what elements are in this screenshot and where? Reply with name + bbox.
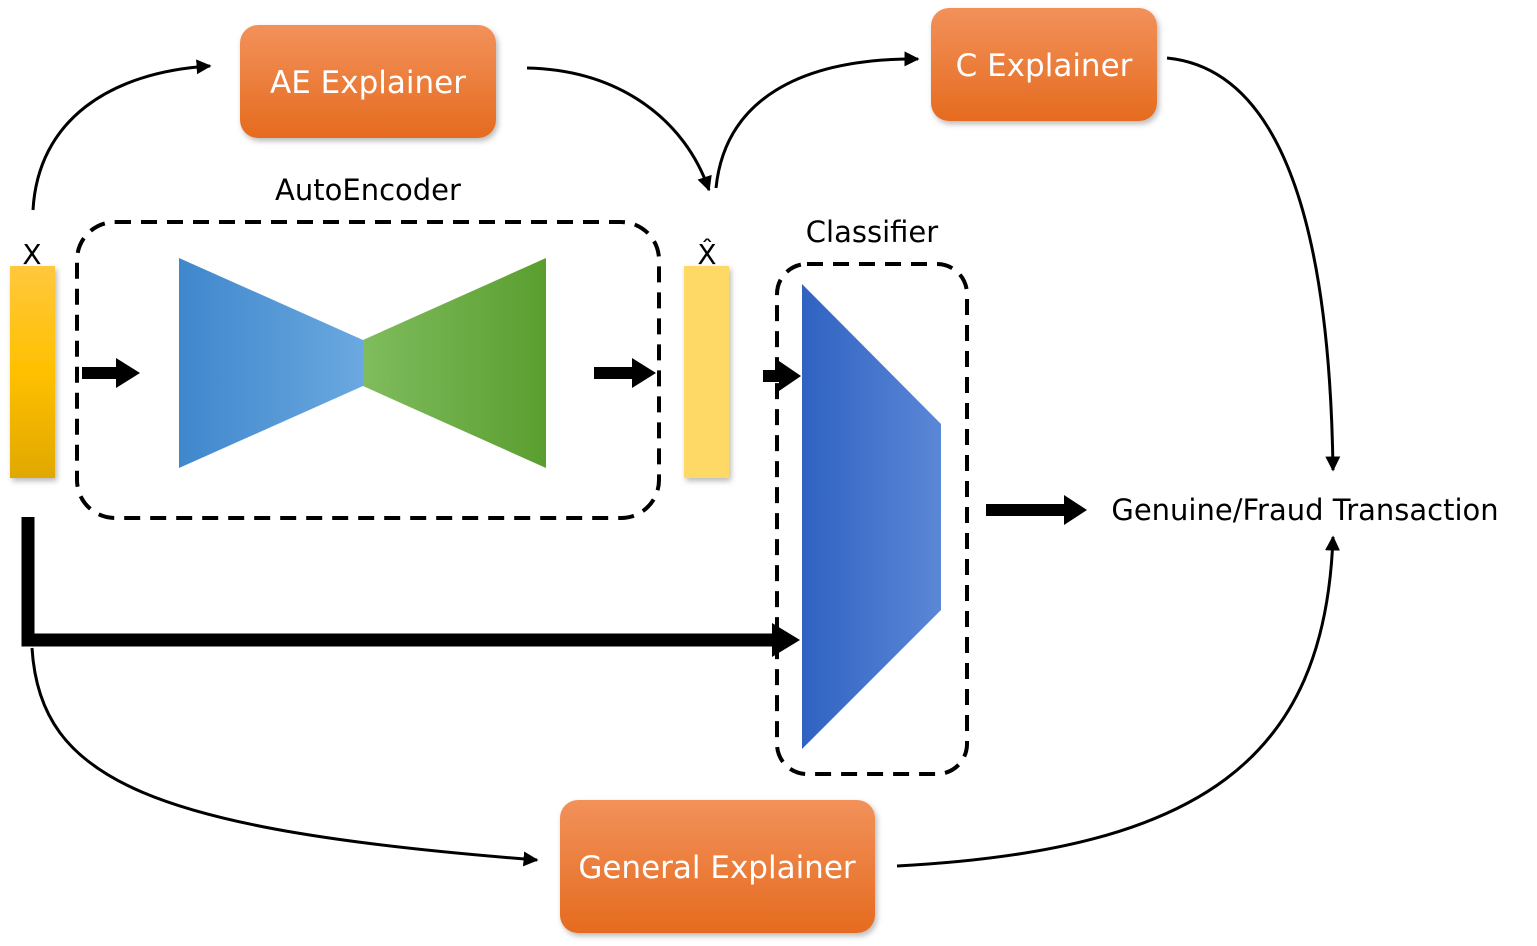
classifier-shape: [802, 284, 941, 749]
arrow-reconstruction-to-classifier: [763, 361, 801, 391]
autoencoder-container: [75, 220, 661, 520]
connector-x-to-ae-explainer: [31, 59, 212, 211]
encoder-shape: [179, 258, 363, 468]
connector-general-explainer-to-output: [896, 535, 1341, 868]
arrow-input-to-encoder: [82, 358, 140, 388]
classifier-container: [775, 262, 969, 776]
classifier-label: Classifier: [806, 215, 938, 249]
c-explainer-label: C Explainer: [956, 48, 1133, 84]
connector-ae-explainer-to-xhat: [526, 66, 712, 192]
general-explainer-box: General Explainer: [560, 800, 875, 933]
input-vector: [10, 266, 55, 478]
reconstruction-label: X̂: [697, 238, 716, 271]
decoder-shape: [363, 258, 546, 468]
connector-c-explainer-to-output: [1166, 56, 1341, 472]
connector-x-to-general-explainer: [30, 647, 539, 867]
arrow-decoder-to-reconstruction: [594, 358, 656, 388]
output-label: Genuine/Fraud Transaction: [1111, 493, 1498, 527]
reconstruction-vector: [684, 266, 729, 478]
ae-explainer-box: AE Explainer: [240, 25, 496, 138]
autoencoder-label: AutoEncoder: [275, 173, 461, 207]
arrow-classifier-to-output: [986, 495, 1087, 525]
connector-xhat-to-c-explainer: [714, 51, 920, 189]
c-explainer-box: C Explainer: [931, 8, 1157, 121]
skip-connection-x-to-classifier: [21, 517, 778, 647]
ae-explainer-label: AE Explainer: [270, 65, 466, 101]
input-label: X: [22, 238, 41, 271]
general-explainer-label: General Explainer: [578, 850, 856, 886]
